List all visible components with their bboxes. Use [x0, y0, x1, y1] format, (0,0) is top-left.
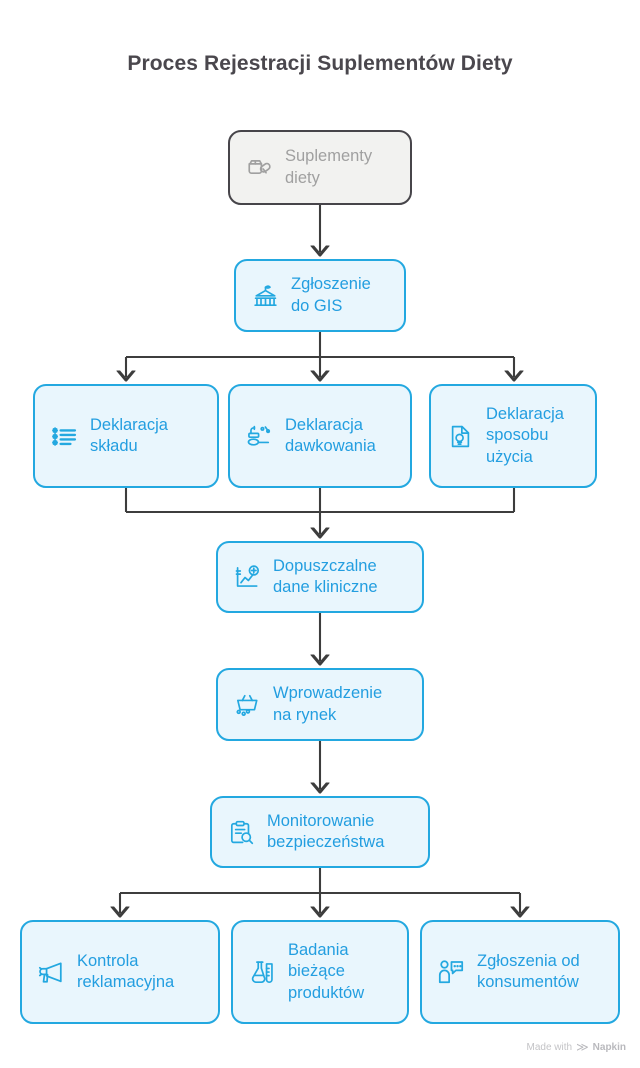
node-zgloszenie-do-gis[interactable]: Zgłoszenie do GIS: [234, 259, 406, 332]
node-label: Badania bieżące produktów: [288, 941, 365, 1002]
node-label: Zgłoszenie do GIS: [291, 275, 371, 315]
node-label: Deklaracja składu: [90, 415, 168, 455]
node-dopuszczalne-dane-kliniczne[interactable]: Dopuszczalne dane kliniczne: [216, 541, 424, 613]
ingredients-list-icon: [49, 421, 79, 451]
dosage-spoon-icon: [244, 421, 274, 451]
node-deklaracja-skladu[interactable]: Deklaracja składu: [33, 384, 219, 488]
node-wprowadzenie-na-rynek[interactable]: Wprowadzenie na rynek: [216, 668, 424, 741]
market-basket-icon: [232, 690, 262, 720]
watermark-brand: Napkin: [592, 1041, 626, 1053]
node-label: Dopuszczalne dane kliniczne: [273, 556, 378, 596]
node-deklaracja-dawkowania[interactable]: Deklaracja dawkowania: [228, 384, 412, 488]
node-monitorowanie-bezpieczenstwa[interactable]: Monitorowanie bezpieczeństwa: [210, 796, 430, 868]
napkin-logo-icon: ≫: [576, 1040, 589, 1054]
usage-document-icon: [445, 421, 475, 451]
consumer-feedback-icon: [436, 957, 466, 987]
node-label: Deklaracja sposobu użycia: [486, 405, 564, 466]
node-label: Suplementy diety: [285, 147, 373, 187]
pill-box-icon: [244, 153, 274, 183]
clipboard-search-icon: [226, 817, 256, 847]
napkin-watermark: Made with ≫ Napkin: [527, 1040, 626, 1054]
node-label: Zgłoszenia od konsumentów: [477, 951, 580, 991]
lab-flask-icon: [247, 957, 277, 987]
node-label: Wprowadzenie na rynek: [273, 684, 383, 724]
node-zgloszenia-od-konsumentow[interactable]: Zgłoszenia od konsumentów: [420, 920, 620, 1024]
watermark-prefix: Made with: [526, 1041, 573, 1053]
megaphone-icon: [36, 957, 66, 987]
node-suplementy-diety[interactable]: Suplementy diety: [228, 130, 412, 205]
government-building-icon: [250, 281, 280, 311]
node-label: Kontrola reklamacyjna: [77, 951, 175, 991]
page-title: Proces Rejestracji Suplementów Diety: [127, 52, 513, 75]
node-deklaracja-sposobu-uzycia[interactable]: Deklaracja sposobu użycia: [429, 384, 597, 488]
clinical-chart-icon: [232, 562, 262, 592]
node-label: Monitorowanie bezpieczeństwa: [267, 811, 385, 851]
node-label: Deklaracja dawkowania: [285, 415, 376, 455]
node-badania-biezace-produktow[interactable]: Badania bieżące produktów: [231, 920, 409, 1024]
node-kontrola-reklamacyjna[interactable]: Kontrola reklamacyjna: [20, 920, 220, 1024]
